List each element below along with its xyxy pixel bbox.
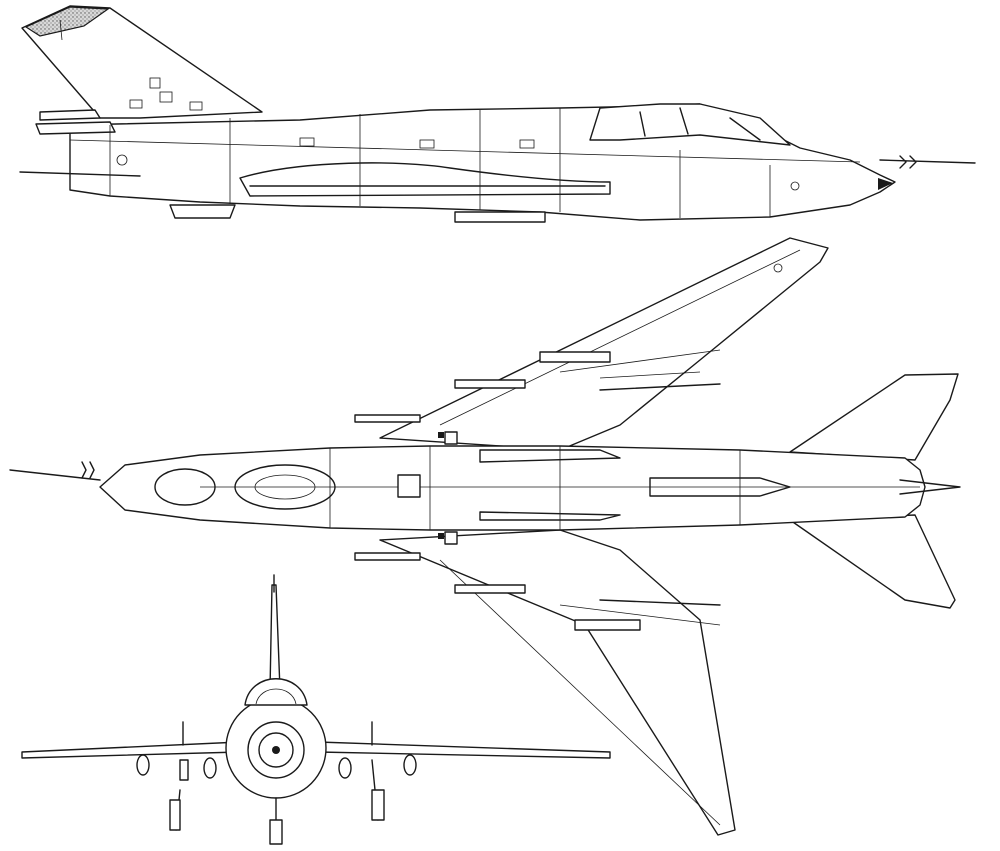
top-pitot-probe — [9, 469, 101, 481]
side-view — [19, 5, 976, 223]
front-fin — [269, 584, 281, 691]
front-view — [21, 574, 611, 845]
top-upper-wing — [379, 237, 829, 451]
fin-tip-stipple — [24, 6, 110, 37]
top-upper-tailplane — [789, 373, 959, 461]
top-lower-tailplane — [789, 514, 956, 609]
side-belly-pod — [239, 162, 611, 197]
front-wing — [21, 741, 241, 759]
side-fuselage — [69, 103, 896, 221]
top-lower-wing — [379, 529, 736, 836]
top-view — [9, 237, 961, 836]
side-pitot-probe — [879, 159, 976, 164]
